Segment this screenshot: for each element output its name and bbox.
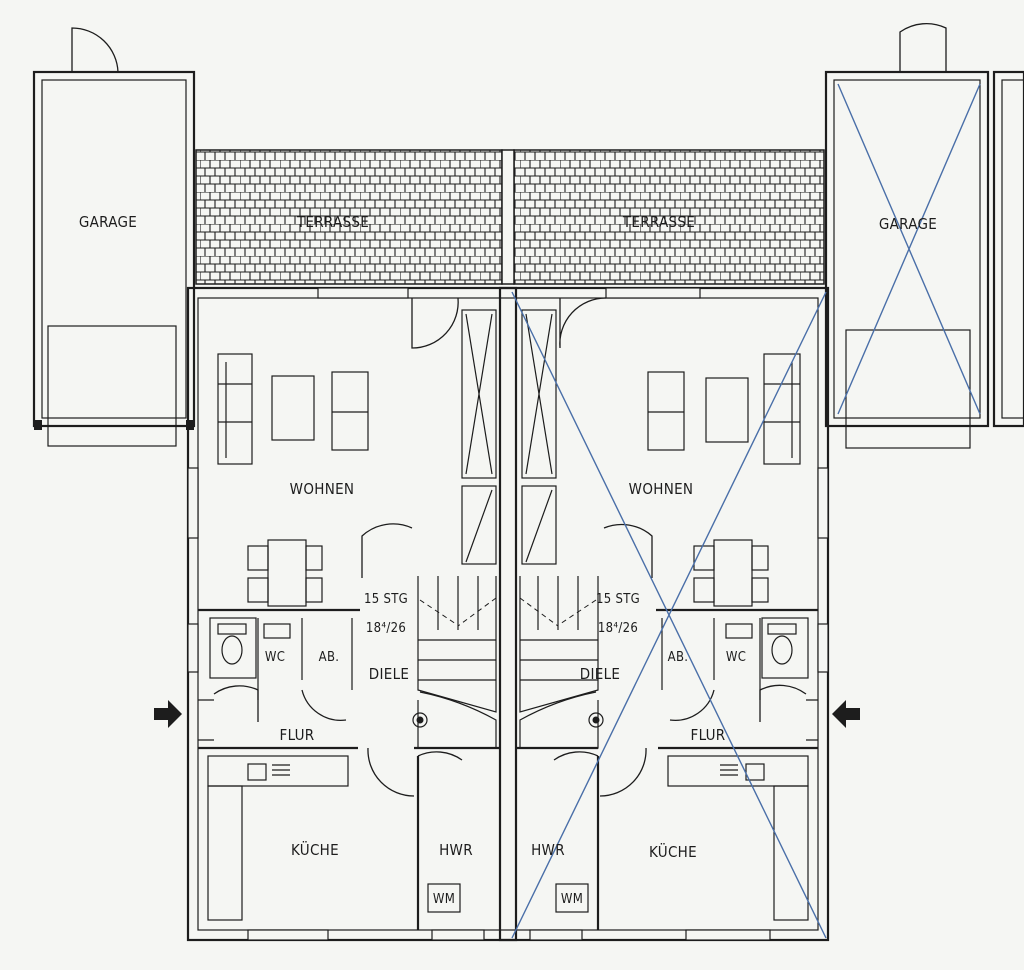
garage-left-label: GARAGE: [79, 213, 137, 231]
entrance-arrow-right-icon: [154, 700, 182, 728]
entrance-arrow-left-icon: [832, 700, 860, 728]
wm-right-label: WM: [561, 892, 583, 907]
diele-right-label: DIELE: [580, 665, 620, 683]
wc-left-label: WC: [265, 650, 285, 665]
flur-left-label: FLUR: [280, 726, 315, 744]
unit-right-interior: [516, 297, 818, 930]
stair-right-ratio: 18⁴/26: [598, 621, 638, 636]
stair-right-steps: 15 STG: [596, 592, 640, 607]
wm-left-label: WM: [433, 892, 455, 907]
ab-right-label: AB.: [668, 650, 689, 665]
hwr-left-label: HWR: [439, 841, 473, 859]
garage-right-door: [899, 23, 947, 72]
flur-right-label: FLUR: [691, 726, 726, 744]
house-outline: [186, 286, 830, 942]
garage-right: [824, 23, 1024, 449]
stair-left-steps: 15 STG: [364, 592, 408, 607]
garage-right-label: GARAGE: [879, 215, 937, 233]
garage-left-door: [71, 27, 119, 73]
terrasse-right: [513, 149, 825, 285]
washing-machine-right: [555, 883, 589, 913]
diele-left-label: DIELE: [369, 665, 409, 683]
terrasse-left-label: TERRASSE: [296, 213, 369, 231]
unit-left-interior: [198, 297, 500, 930]
ab-left-label: AB.: [319, 650, 340, 665]
kueche-right-label: KÜCHE: [649, 842, 697, 861]
stair-left-ratio: 18⁴/26: [366, 621, 406, 636]
cross-out-lines: [511, 83, 981, 939]
wc-right-label: WC: [726, 650, 746, 665]
terrasse-right-label: TERRASSE: [622, 213, 695, 231]
garage-left: [32, 27, 196, 447]
hwr-right-label: HWR: [531, 841, 565, 859]
washing-machine-left: [427, 883, 461, 913]
wohnen-left-label: WOHNEN: [290, 480, 355, 498]
wohnen-right-label: WOHNEN: [629, 480, 694, 498]
kueche-left-label: KÜCHE: [291, 840, 339, 859]
